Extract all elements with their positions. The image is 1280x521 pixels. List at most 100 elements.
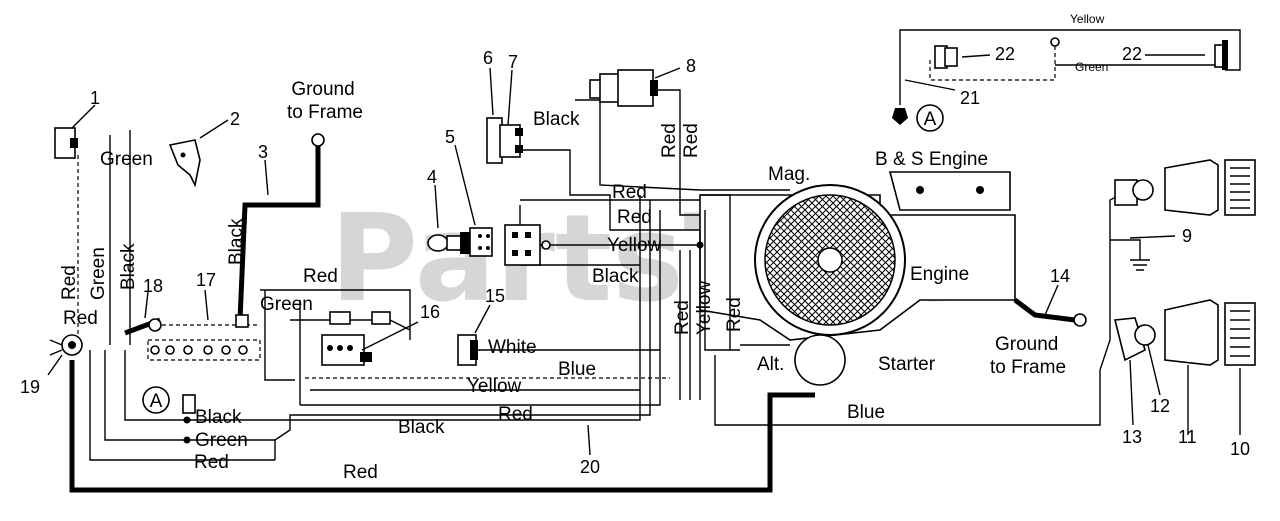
- part-11-headlight: [1164, 299, 1219, 366]
- label-red-harness-1: Red: [612, 182, 647, 203]
- connector-a-left: [142, 386, 170, 414]
- connector-block: [504, 224, 551, 266]
- connector-a-top: [916, 104, 944, 132]
- part-2-bracket: [168, 139, 201, 188]
- label-yellow-top: Yellow: [1070, 12, 1105, 26]
- label-red-8b: Red: [681, 123, 702, 158]
- callout-22-right: 22: [1122, 44, 1142, 64]
- label-red-vertical-3: Red: [724, 297, 745, 332]
- callout-20: 20: [580, 457, 600, 477]
- callout-5: 5: [445, 127, 455, 147]
- engine: [699, 171, 1016, 386]
- part-22-lamp-left: [934, 45, 958, 69]
- label-green-2: Green: [100, 149, 153, 170]
- label-blue: Blue: [558, 359, 596, 380]
- label-black-7: Black: [533, 109, 580, 130]
- callout-22-left: 22: [995, 44, 1015, 64]
- callout-2: 2: [230, 109, 240, 129]
- callout-8: 8: [686, 56, 696, 76]
- part-17-terminal-strip: [150, 314, 249, 355]
- top-indicator: [1050, 37, 1060, 47]
- headlight-upper: [1164, 159, 1256, 216]
- callout-10: 10: [1230, 439, 1250, 459]
- callout-19: 19: [20, 377, 40, 397]
- wiring: [77, 29, 1241, 461]
- part-6-7-switch: [486, 117, 523, 164]
- label-red-18: Red: [63, 308, 98, 329]
- callout-1: 1: [90, 88, 100, 108]
- label-red-17: Red: [303, 266, 338, 287]
- connector-a-left-label: A: [150, 391, 163, 412]
- connector-a-top-label: A: [924, 109, 937, 130]
- label-engine: Engine: [910, 264, 969, 285]
- label-green-top: Green: [1075, 60, 1108, 74]
- label-ground-to-frame-right-1: Ground: [995, 334, 1058, 355]
- part-10-lens: [1224, 302, 1256, 366]
- callout-11: 11: [1178, 427, 1197, 447]
- label-red-8a: Red: [659, 123, 680, 158]
- label-mag: Mag.: [768, 164, 810, 185]
- part-3-ring-terminal: [311, 133, 325, 147]
- junction-dot: [183, 436, 191, 444]
- callout-4: 4: [427, 167, 437, 187]
- junction-dot: [183, 416, 191, 424]
- label-yellow-harness: Yellow: [607, 235, 662, 256]
- label-starter: Starter: [878, 354, 936, 375]
- label-red-harness-2: Red: [617, 207, 652, 228]
- engine-bracket: [888, 171, 1011, 211]
- label-black-vertical: Black: [118, 243, 139, 290]
- part-13-socket: [1113, 317, 1156, 362]
- label-yellow-vertical: Yellow: [694, 280, 715, 335]
- label-red: Red: [498, 404, 533, 425]
- part-5-ignition-switch: [469, 227, 493, 257]
- callout-6: 6: [483, 48, 493, 68]
- part-4-ignition-key: [427, 232, 472, 254]
- junction-dot: [696, 241, 704, 249]
- label-blue-bottom: Blue: [847, 402, 885, 423]
- label-green-vertical: Green: [88, 247, 109, 300]
- label-red-vertical: Red: [59, 265, 80, 300]
- label-black-3: Black: [226, 218, 247, 265]
- fuse-holder-2: [371, 311, 391, 325]
- part-15-switch: [457, 334, 478, 366]
- callout-13: 13: [1122, 427, 1142, 447]
- callout-17: 17: [196, 270, 216, 290]
- part-16-module: [321, 334, 372, 366]
- part-22-lamp-right: [1214, 40, 1228, 70]
- label-ground-to-frame-top-2: to Frame: [287, 102, 363, 123]
- label-black-harness: Black: [592, 266, 639, 287]
- fuse-holder-1: [329, 311, 351, 325]
- ground-cable-14: [1013, 298, 1076, 323]
- label-red-bottom: Red: [343, 462, 378, 483]
- label-ground-to-frame-right-2: to Frame: [990, 357, 1066, 378]
- callout-16: 16: [420, 302, 440, 322]
- part-1-socket: [54, 127, 78, 159]
- part-21-plug: [892, 108, 908, 125]
- label-bs-engine: B & S Engine: [875, 149, 988, 170]
- ground-cable-3: [237, 145, 321, 321]
- callout-12: 12: [1150, 396, 1170, 416]
- label-green-a: Green: [195, 430, 248, 451]
- part-9-socket: [1114, 179, 1154, 206]
- label-ground-to-frame-top-1: Ground: [291, 79, 354, 100]
- label-alt: Alt.: [757, 354, 784, 375]
- part-8-switch: [589, 69, 658, 107]
- label-green-17: Green: [260, 294, 313, 315]
- part-14-ring-terminal: [1073, 313, 1087, 327]
- callout-18: 18: [143, 276, 163, 296]
- callout-15: 15: [485, 286, 505, 306]
- label-red-vertical-2: Red: [672, 300, 693, 335]
- callout-arrows: [47, 54, 1241, 456]
- callout-3: 3: [258, 142, 268, 162]
- connector-a-left-plug: [182, 394, 196, 414]
- label-red-a: Red: [194, 452, 229, 473]
- starter-motor: [794, 334, 846, 386]
- callout-14: 14: [1050, 266, 1070, 286]
- callout-9: 9: [1182, 226, 1192, 246]
- callout-21: 21: [960, 88, 980, 108]
- label-black-a: Black: [195, 407, 242, 428]
- callout-7: 7: [508, 52, 518, 72]
- label-black: Black: [398, 417, 445, 438]
- part-19-battery-terminal: [49, 318, 162, 356]
